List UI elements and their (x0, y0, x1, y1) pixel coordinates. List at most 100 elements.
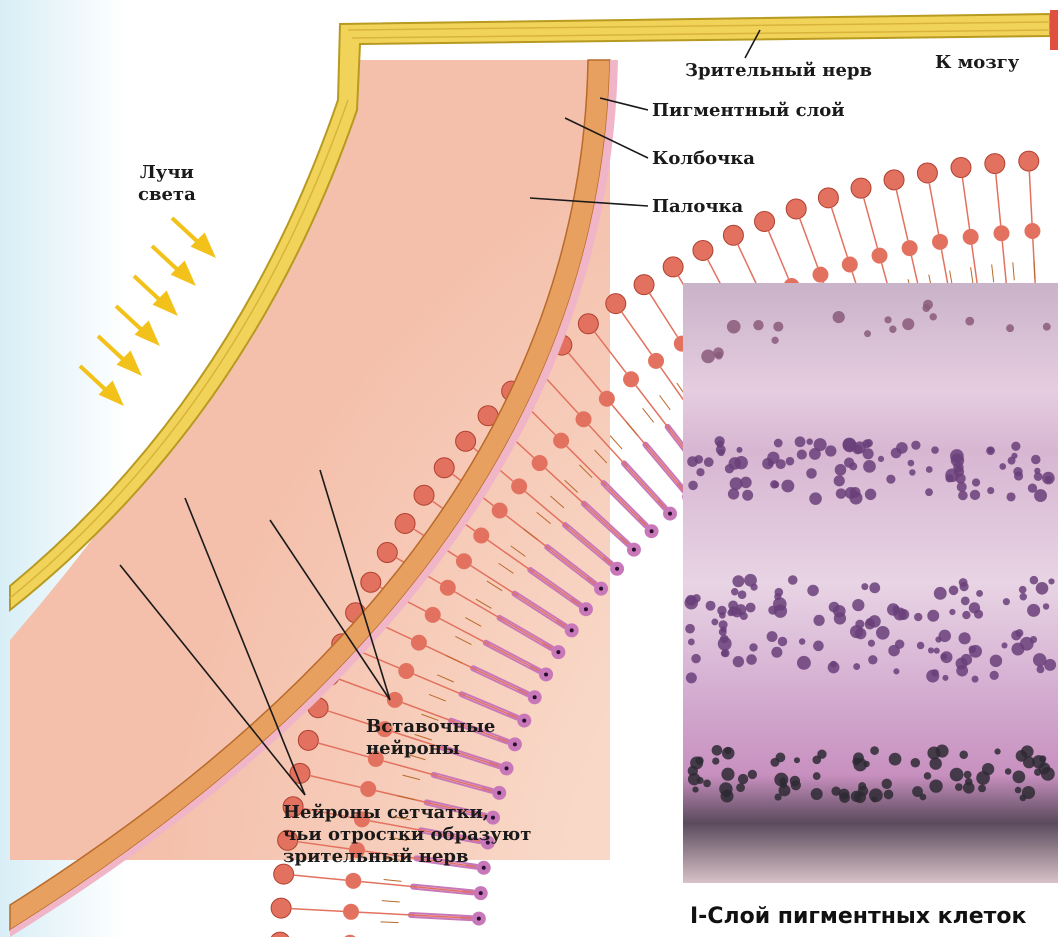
micrograph-nucleus (711, 618, 718, 625)
micrograph-nucleus (797, 656, 811, 670)
micrograph-nucleus (1020, 593, 1027, 600)
micrograph-caption: I-Слой пигментных клеток (690, 904, 1026, 929)
micrograph-nucleus (853, 663, 860, 670)
label-rod: Палочка (652, 196, 743, 218)
micrograph-nucleus (776, 753, 786, 763)
micrograph-nucleus (986, 446, 995, 455)
micrograph-nucleus (794, 757, 800, 763)
micrograph-nucleus (749, 643, 757, 651)
micrograph-nucleus (972, 676, 979, 683)
ganglion-neuron (755, 211, 775, 231)
ganglion-neuron (377, 543, 397, 563)
micrograph-nucleus (870, 746, 879, 755)
ganglion-neuron (951, 158, 971, 178)
micrograph-nucleus (891, 448, 902, 459)
micrograph-nucleus (882, 779, 892, 789)
micrograph-nucleus (1043, 603, 1049, 609)
micrograph-nucleus (978, 784, 986, 792)
micrograph-nucleus (688, 773, 701, 786)
micrograph-nucleus (863, 460, 876, 473)
micrograph-nucleus (864, 330, 871, 337)
rod-nucleus-dot (497, 791, 501, 795)
micrograph-nucleus (909, 469, 915, 475)
micrograph-nucleus (834, 475, 845, 486)
micrograph-nucleus (941, 651, 953, 663)
ganglion-neuron (723, 225, 743, 245)
rod-nucleus-dot (544, 672, 548, 676)
label-retina-neurons-line3: зрительный нерв (283, 846, 531, 868)
micrograph-nucleus (685, 624, 695, 634)
interneuron (398, 663, 414, 679)
interneuron (599, 391, 615, 407)
label-light-rays-line1: Лучи (138, 162, 196, 184)
interneuron (492, 503, 508, 519)
micrograph-nucleus (1045, 476, 1052, 483)
rod-nucleus-dot (668, 512, 672, 516)
micrograph-nucleus (790, 776, 800, 786)
micrograph-nucleus (727, 320, 741, 334)
ganglion-neuron (395, 513, 415, 533)
micrograph-nucleus (746, 603, 756, 613)
micrograph-nucleus (914, 613, 922, 621)
micrograph-nucleus (753, 320, 763, 330)
ganglion-neuron (298, 730, 318, 750)
histology-micrograph (683, 283, 1058, 883)
micrograph-nucleus (806, 468, 817, 479)
micrograph-nucleus (807, 585, 818, 596)
interneuron (411, 635, 427, 651)
label-cone: Колбочка (652, 148, 755, 170)
micrograph-nucleus (976, 771, 990, 785)
micrograph-nucleus (746, 654, 757, 665)
micrograph-nucleus (718, 637, 732, 651)
ganglion-neuron (693, 240, 713, 260)
micrograph-nucleus (911, 441, 920, 450)
ganglion-neuron (606, 294, 626, 314)
label-optic-nerve: Зрительный нерв (685, 60, 872, 82)
micrograph-nucleus (851, 791, 862, 802)
micrograph-nucleus (917, 642, 925, 650)
micrograph-nucleus (718, 449, 725, 456)
micrograph-nucleus (955, 783, 963, 791)
micrograph-nucleus (687, 456, 698, 467)
micrograph-nucleus (1014, 471, 1023, 480)
interneuron (456, 553, 472, 569)
micrograph-nucleus (855, 620, 864, 629)
micrograph-nucleus (706, 601, 716, 611)
micrograph-nucleus (927, 610, 939, 622)
rod-nucleus-dot (615, 567, 619, 571)
micrograph-nucleus (931, 669, 938, 676)
label-retina-neurons-line2: чьи отростки образуют (283, 824, 531, 846)
micrograph-nucleus (949, 609, 955, 615)
micrograph-nucleus (1033, 653, 1046, 666)
ganglion-neuron (884, 170, 904, 190)
micrograph-nucleus (1011, 442, 1020, 451)
micrograph-nucleus (999, 463, 1006, 470)
micrograph-nucleus (853, 752, 864, 763)
ganglion-neuron (578, 314, 598, 334)
micrograph-nucleus (1015, 787, 1022, 794)
label-retina-neurons-line1: Нейроны сетчатки, (283, 802, 531, 824)
micrograph-nucleus (928, 647, 934, 653)
micrograph-nucleus (795, 436, 806, 447)
micrograph-nucleus (750, 583, 757, 590)
micrograph-nucleus (1001, 642, 1007, 648)
micrograph-nucleus (853, 444, 863, 454)
micrograph-nucleus (690, 757, 703, 770)
micrograph-nucleus (929, 779, 942, 792)
micrograph-nucleus (736, 447, 742, 453)
rod-nucleus-dot (505, 766, 509, 770)
interneuron (812, 267, 828, 283)
micrograph-nucleus (868, 655, 877, 664)
micrograph-nucleus (1036, 582, 1049, 595)
micrograph-nucleus (834, 612, 846, 624)
micrograph-nucleus (738, 774, 748, 784)
interneuron (345, 873, 361, 889)
micrograph-nucleus (775, 793, 782, 800)
interneuron (360, 781, 376, 797)
micrograph-nucleus (1027, 604, 1040, 617)
interneuron (511, 478, 527, 494)
micrograph-nucleus (956, 665, 968, 677)
interneuron (343, 904, 359, 920)
rod-nucleus-dot (533, 695, 537, 699)
micrograph-nucleus (829, 602, 840, 613)
